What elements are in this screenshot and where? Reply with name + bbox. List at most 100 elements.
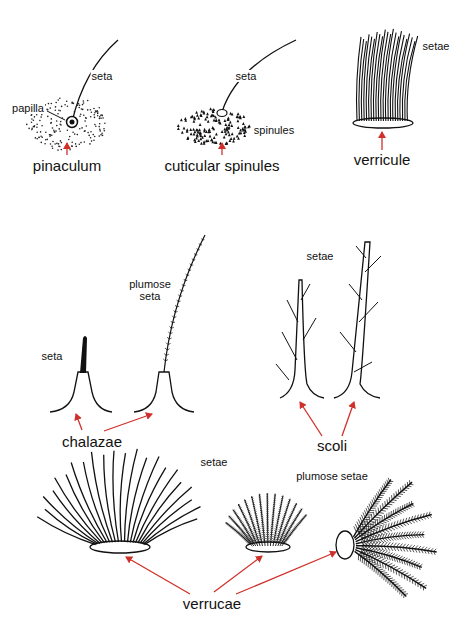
- plumose-barb: [241, 521, 243, 522]
- structure-name: cuticular spinules: [163, 158, 280, 175]
- plumose-barb: [178, 301, 180, 303]
- cuticular-spinule: [181, 131, 184, 134]
- plumose-barb: [409, 545, 412, 548]
- plumose-barb: [250, 514, 252, 515]
- scolus-seta: [365, 256, 381, 272]
- plumose-barb: [242, 514, 243, 515]
- plumose-barb: [288, 503, 289, 504]
- scolus-seta: [301, 284, 310, 300]
- plumose-barb: [279, 531, 281, 533]
- stipple-dot: [59, 146, 61, 148]
- stipple-dot: [47, 116, 49, 118]
- plumose-barb: [268, 521, 269, 523]
- plumose-barb: [277, 519, 278, 520]
- plumose-barb: [403, 523, 407, 526]
- plumose-barb: [266, 511, 267, 513]
- plumose-barb: [409, 578, 410, 582]
- plumose-barb: [286, 540, 288, 541]
- cuticular-spinule: [213, 136, 216, 139]
- plumose-barb: [251, 523, 253, 525]
- plumose-barb: [268, 530, 270, 531]
- stipple-dot: [45, 132, 47, 134]
- plumose-barb: [418, 546, 421, 549]
- plumose-barb: [377, 570, 379, 575]
- stipple-dot: [53, 131, 55, 133]
- plumose-barb: [268, 511, 269, 513]
- plumose-barb: [243, 513, 245, 514]
- stipple-dot: [50, 123, 52, 125]
- plumose-barb: [412, 545, 415, 548]
- plumose-barb: [388, 503, 393, 505]
- stipple-dot: [90, 131, 92, 133]
- plumose-barb: [380, 571, 385, 572]
- plumose-barb: [365, 557, 370, 559]
- plumose-barb: [369, 560, 374, 562]
- plumose-barb: [388, 533, 390, 537]
- stipple-dot: [61, 106, 63, 108]
- stipple-dot: [33, 120, 35, 122]
- plumose-barb: [284, 529, 286, 530]
- stipple-dot: [57, 99, 59, 101]
- stipple-dot: [59, 123, 61, 125]
- plumose-barb: [231, 518, 232, 519]
- plumose-barb: [261, 506, 262, 508]
- stipple-dot: [102, 115, 104, 117]
- cuticular-spinule: [239, 115, 242, 118]
- plumose-barb: [257, 525, 259, 527]
- cuticular-spinule: [242, 122, 245, 125]
- plumose-barb: [413, 578, 417, 580]
- cuticular-spinule: [209, 134, 212, 137]
- plumose-barb: [266, 541, 268, 542]
- plumose-barb: [186, 274, 187, 276]
- plumose-barb: [390, 547, 393, 551]
- plumose-barb: [262, 514, 263, 515]
- plumose-barb: [298, 513, 300, 514]
- plumose-barb: [378, 491, 380, 495]
- plumose-barb: [275, 528, 276, 529]
- plumose-barb: [272, 528, 274, 530]
- stipple-dot: [99, 107, 101, 109]
- plumose-barb: [370, 502, 372, 507]
- plumose-barb: [243, 535, 244, 537]
- plumose-barb: [402, 571, 406, 573]
- stipple-dot: [79, 128, 81, 130]
- plumose-barb: [240, 519, 242, 520]
- plumose-barb: [258, 523, 259, 524]
- plumose-barb: [386, 506, 391, 508]
- plumose-barb: [287, 521, 289, 522]
- plumose-barb: [164, 354, 166, 356]
- plumose-barb: [250, 531, 252, 532]
- stipple-dot: [80, 142, 82, 144]
- plumose-barb: [191, 264, 193, 266]
- plumose-barb: [240, 520, 242, 521]
- plumose-barb: [385, 482, 386, 486]
- plumose-barb: [400, 506, 401, 510]
- plumose-barb: [372, 541, 375, 546]
- plumose-barb: [406, 532, 408, 536]
- plumose-barb: [275, 530, 276, 531]
- plumose-barb: [431, 548, 434, 551]
- plumose-barb: [299, 511, 300, 512]
- plumose-barb: [377, 519, 378, 524]
- plumose-barb: [266, 494, 267, 496]
- plumose-barb: [290, 500, 291, 501]
- plumose-barb: [293, 510, 294, 511]
- stipple-dot: [87, 100, 89, 102]
- plumose-barb: [372, 565, 373, 570]
- plumose-barb: [283, 515, 285, 516]
- cuticular-spinule: [206, 112, 209, 115]
- plumose-barb: [388, 483, 392, 484]
- plumose-barb: [262, 541, 263, 542]
- plumose-barb: [367, 559, 372, 561]
- part-label: papilla: [11, 102, 45, 114]
- plumose-barb: [411, 505, 414, 507]
- plumose-barb: [256, 531, 257, 532]
- plumose-barb: [278, 531, 279, 532]
- cuticular-spinule: [225, 142, 228, 145]
- plumose-barb: [283, 533, 285, 534]
- plumose-barb: [391, 583, 393, 587]
- plumose-barb: [266, 534, 268, 535]
- plumose-barb: [374, 535, 376, 540]
- stipple-dot: [58, 128, 60, 130]
- plumose-barb: [426, 512, 427, 516]
